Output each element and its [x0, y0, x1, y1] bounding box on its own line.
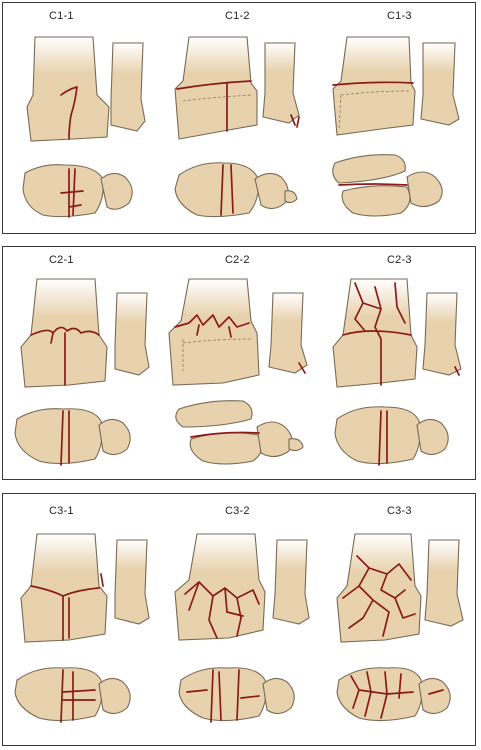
label-c1-2: C1-2	[225, 10, 250, 22]
c2-2-front-view	[168, 278, 308, 386]
c3-illustrations	[14, 533, 464, 723]
c3-1-front-view	[20, 533, 150, 643]
panel-c1: C1-1 C1-2 C1-3	[2, 2, 476, 234]
c3-3-axial-view	[336, 667, 451, 722]
label-c2-3: C2-3	[387, 254, 412, 266]
c1-2-front-view	[174, 36, 300, 140]
c2-3-axial-view	[334, 406, 449, 466]
c1-2-axial-view	[174, 162, 298, 218]
label-c1-1: C1-1	[49, 10, 74, 22]
label-c3-1: C3-1	[49, 505, 74, 517]
label-c3-3: C3-3	[387, 505, 412, 517]
c1-3-front-view	[332, 36, 460, 136]
label-c1-3: C1-3	[387, 10, 412, 22]
c1-illustrations	[22, 36, 460, 218]
c2-1-front-view	[20, 278, 150, 388]
c1-1-front-view	[26, 36, 146, 142]
c2-3-front-view	[332, 278, 462, 388]
c2-2-axial-view	[175, 400, 304, 465]
c3-1-axial-view	[14, 667, 131, 723]
c1-1-axial-view	[22, 164, 133, 218]
label-c3-2: C3-2	[225, 505, 250, 517]
c2-illustrations	[14, 278, 462, 466]
c3-3-front-view	[336, 533, 464, 643]
label-c2-1: C2-1	[49, 254, 74, 266]
c1-3-axial-view	[332, 154, 443, 217]
panel-c3: C3-1 C3-2 C3-3	[2, 493, 476, 746]
c3-2-axial-view	[178, 667, 295, 723]
label-c2-2: C2-2	[225, 254, 250, 266]
panel-c2: C2-1 C2-2 C2-3	[2, 246, 476, 480]
c3-2-front-view	[174, 533, 310, 641]
c2-1-axial-view	[14, 408, 131, 466]
